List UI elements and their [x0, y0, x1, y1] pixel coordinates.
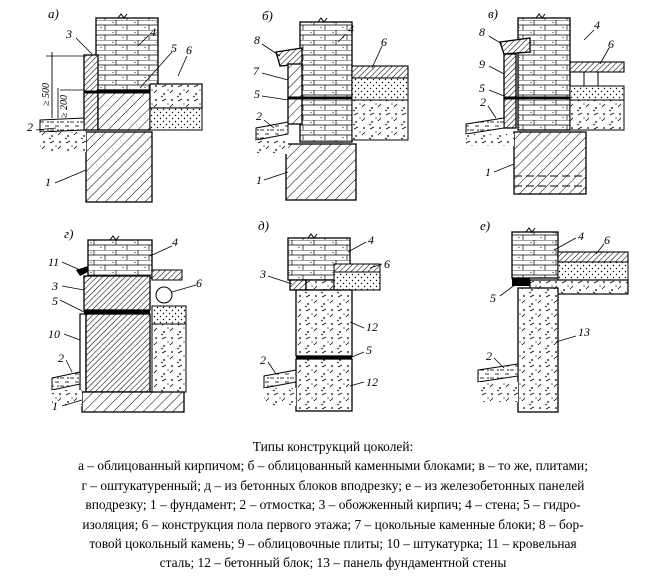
wall: [511, 231, 559, 279]
roofing-steel: [76, 266, 88, 276]
callout-5: 5: [479, 81, 485, 95]
callout-8: 8: [479, 25, 485, 39]
callout-1: 1: [256, 173, 262, 187]
fired-brick: [289, 279, 307, 291]
callout-2: 2: [480, 95, 486, 109]
blind-area: [39, 117, 85, 133]
blind-area: [255, 121, 289, 141]
callout-5: 5: [171, 41, 177, 55]
border-stone: [499, 37, 531, 55]
callout-4: 4: [172, 235, 178, 249]
facing-slabs: [503, 53, 517, 129]
blind-area: [51, 371, 81, 391]
blind-area: [263, 369, 297, 389]
callout-3: 3: [51, 279, 58, 293]
panel-g-label: г): [64, 226, 73, 241]
callout-8: 8: [254, 33, 260, 47]
callout-2: 2: [260, 353, 266, 367]
callout-4: 4: [594, 18, 600, 32]
caption-line-4: изоляция; 6 – конструкция пола первого э…: [82, 516, 584, 532]
foundation: [513, 131, 587, 195]
callout-3: 3: [65, 27, 72, 41]
foundation: [285, 143, 357, 201]
floor-structure: [333, 263, 381, 273]
dim-200: ≥ 200: [59, 95, 70, 118]
callout-2: 2: [58, 351, 64, 365]
panel-b-label: б): [262, 8, 273, 23]
figure-caption: Типы конструкций цоколей: а – облицованн…: [4, 437, 662, 573]
callout-1: 1: [52, 399, 58, 413]
plinth-stone-blocks: [287, 63, 303, 99]
blind-area: [477, 363, 519, 383]
concrete-block: [295, 289, 353, 357]
panel-a: а) ≥ 500 ≥ 200 3 4 5 6 2: [27, 6, 203, 203]
callout-13: 13: [578, 325, 590, 339]
callout-9: 9: [479, 57, 485, 71]
panel-b: б) 8 4 6 7 5 2 1: [253, 8, 409, 201]
callout-3: 3: [259, 267, 266, 281]
foundation-plinth-figure: а) ≥ 500 ≥ 200 3 4 5 6 2: [27, 6, 629, 413]
wall: [299, 21, 353, 143]
panel-d: д) 4 3 6 12 5 2 12: [258, 218, 390, 412]
callout-5: 5: [490, 291, 496, 305]
plaster: [79, 313, 87, 393]
waterproofing: [512, 278, 530, 286]
caption-line-6: сталь; 12 – бетонный блок; 13 – панель ф…: [159, 555, 507, 571]
callout-1: 1: [45, 175, 51, 189]
callout-6: 6: [608, 37, 614, 51]
panel-e: е) 4 6 5 13 2: [477, 218, 629, 413]
caption-line-3: вподрезку; 1 – фундамент; 2 – отмостка; …: [85, 497, 581, 513]
wall: [517, 17, 571, 131]
foundation: [85, 131, 153, 203]
callout-10: 10: [48, 327, 60, 341]
callout-2: 2: [486, 349, 492, 363]
panel-a-label: а): [48, 6, 59, 21]
callout-12-lower: 12: [366, 375, 378, 389]
caption-line-1: а – облицованный кирпичом; б – облицован…: [78, 458, 588, 474]
floor-structure: [351, 65, 409, 79]
callout-2: 2: [256, 109, 262, 123]
foundation-wall-panel: [517, 287, 559, 413]
blind-area: [465, 117, 505, 135]
wall: [87, 239, 153, 279]
panel-d-label: д): [258, 218, 269, 233]
callout-5: 5: [254, 87, 260, 101]
fired-brick: [83, 275, 151, 311]
callout-5: 5: [366, 343, 372, 357]
floor-structure: [569, 61, 625, 73]
callout-2: 2: [27, 120, 33, 134]
callout-6: 6: [381, 35, 387, 49]
callout-12: 12: [366, 320, 378, 334]
callout-4: 4: [368, 233, 374, 247]
caption-line-2: г – оштукатуренный; д – из бетонных блок…: [81, 477, 585, 493]
panel-v-label: в): [488, 6, 498, 21]
floor-structure: [149, 83, 203, 109]
panel-g: г) 4 11 3 6 5 10 2 1: [48, 226, 202, 413]
panel-e-label: е): [480, 218, 490, 233]
callout-4: 4: [578, 229, 584, 243]
callout-6: 6: [186, 43, 192, 57]
callout-1: 1: [485, 165, 491, 179]
callout-5: 5: [52, 294, 58, 308]
plinth: [97, 89, 151, 131]
callout-6: 6: [604, 233, 610, 247]
dim-500: ≥ 500: [41, 83, 52, 106]
callout-4: 4: [150, 25, 156, 39]
callout-4: 4: [348, 22, 354, 36]
caption-title: Типы конструкций цоколей:: [252, 439, 414, 454]
panel-v: в) 8 4 6 9 5 2 1: [465, 6, 625, 195]
border-stone: [275, 47, 303, 67]
floor-structure: [155, 286, 173, 304]
callout-11: 11: [48, 255, 59, 269]
caption-line-5: товой цокольный камень; 9 – облицовочные…: [89, 536, 577, 552]
floor-structure: [557, 251, 629, 263]
callout-6: 6: [384, 257, 390, 271]
wall: [95, 17, 159, 97]
concrete-block-lower: [295, 358, 353, 412]
foundation: [81, 391, 185, 413]
callout-7: 7: [253, 64, 260, 78]
callout-6: 6: [196, 276, 202, 290]
